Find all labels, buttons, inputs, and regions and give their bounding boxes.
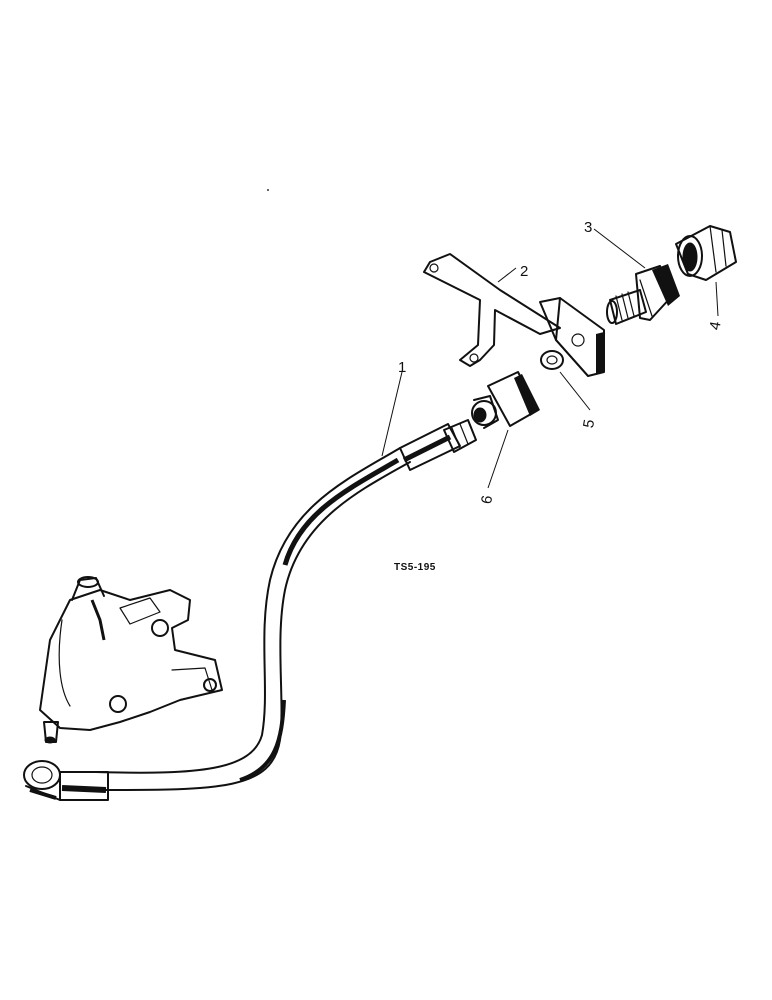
callout-6: 6: [478, 494, 496, 505]
leader-5: [559, 371, 591, 411]
callout-5: 5: [580, 418, 598, 429]
leader-3: [593, 228, 646, 269]
adapter-part-6: [471, 371, 540, 429]
pump-assembly: [39, 576, 223, 744]
leader-2: [497, 267, 517, 283]
figure-id-label: TS5-195: [394, 562, 436, 573]
washer-part-5: [540, 350, 564, 370]
leader-1: [381, 371, 403, 457]
speck: [267, 189, 269, 191]
nut-part-4: [675, 225, 737, 281]
callout-3: 3: [584, 219, 592, 236]
leader-lines: [381, 228, 719, 489]
bracket-part-2: [423, 253, 605, 377]
callout-1: 1: [398, 359, 406, 376]
hose-part-1: [23, 419, 477, 801]
callout-4: 4: [706, 320, 724, 331]
leader-4: [715, 281, 719, 317]
connector-part-3: [606, 264, 680, 325]
callout-2: 2: [520, 263, 528, 280]
leader-6: [487, 429, 509, 489]
